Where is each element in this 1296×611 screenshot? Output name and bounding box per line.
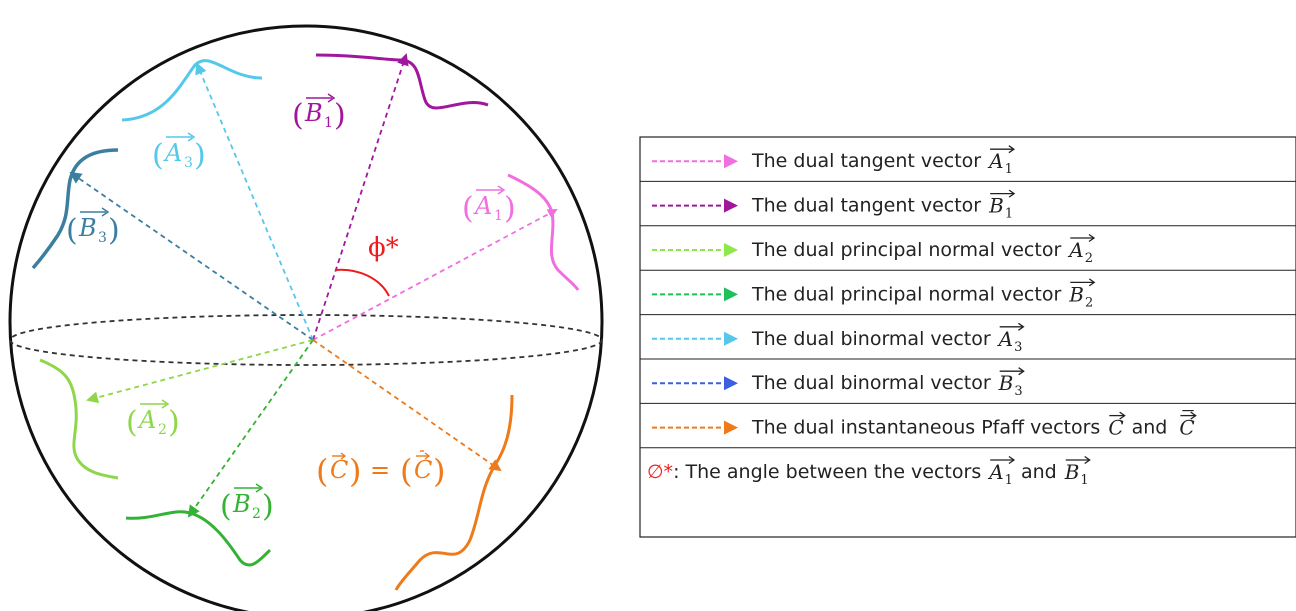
svg-text:C: C xyxy=(414,456,432,484)
legend-text: The dual binormal vector xyxy=(751,372,991,394)
curve-B1 xyxy=(315,53,489,110)
angle-label: ϕ* xyxy=(368,233,399,263)
legend-angle-var2: B xyxy=(1064,460,1080,484)
svg-text:(: ( xyxy=(152,138,164,173)
legend-vector-label: B xyxy=(988,194,1004,218)
angle-arc xyxy=(334,268,390,297)
legend-and: and xyxy=(1132,417,1168,439)
svg-text:): ) xyxy=(349,452,361,490)
svg-text:3: 3 xyxy=(98,230,107,246)
legend-vector-label-sub: 3 xyxy=(1014,384,1022,399)
legend-vector-label-sub: 2 xyxy=(1085,295,1093,310)
curve-A2 xyxy=(39,358,119,480)
svg-text:): ) xyxy=(504,191,516,226)
svg-text:): ) xyxy=(334,98,346,133)
legend-vector-label: B xyxy=(998,371,1014,395)
svg-text:B: B xyxy=(232,490,251,518)
sphere-outline xyxy=(8,24,604,611)
svg-text:(: ( xyxy=(462,191,474,226)
svg-text:A: A xyxy=(163,139,182,167)
vector-B3 xyxy=(69,171,314,341)
svg-text:): ) xyxy=(433,452,445,490)
legend-vector-label: B xyxy=(1068,282,1084,306)
svg-text:1: 1 xyxy=(494,208,503,224)
svg-text:(: ( xyxy=(66,213,78,248)
svg-text:=: = xyxy=(370,456,390,484)
legend-angle-text: : The angle between the vectors xyxy=(673,461,981,483)
svg-text:2: 2 xyxy=(158,422,167,438)
curve-B3 xyxy=(31,148,119,270)
svg-text:(: ( xyxy=(400,452,412,490)
curve-A1 xyxy=(507,173,580,291)
curve-C xyxy=(394,394,514,591)
svg-text:(: ( xyxy=(126,405,138,440)
label-A3: ( A 3 ) xyxy=(152,132,206,173)
legend-vector-label-sub: 1 xyxy=(1005,207,1013,222)
curve-A3 xyxy=(121,59,263,122)
label-C: ( C ) = ( C ) xyxy=(316,450,445,490)
svg-text:): ) xyxy=(262,489,274,524)
vector-A3 xyxy=(195,62,314,341)
svg-text:A: A xyxy=(473,192,492,220)
legend-angle-var1: A xyxy=(987,460,1003,484)
vector-A1 xyxy=(312,209,558,341)
legend-angle-var2-sub: 1 xyxy=(1080,473,1088,488)
legend-vector-label-2: C xyxy=(1179,416,1194,440)
legend-text: The dual instantaneous Pfaff vectors xyxy=(751,417,1100,439)
legend-text: The dual tangent vector xyxy=(751,150,981,172)
svg-text:B: B xyxy=(78,214,97,242)
legend-vector-label: A xyxy=(1067,238,1083,262)
legend-vector-label-sub: 3 xyxy=(1014,340,1022,355)
curve-B2 xyxy=(125,510,272,567)
legend-vector-label-sub: 1 xyxy=(1005,162,1013,177)
label-A1: ( A 1 ) xyxy=(462,185,516,226)
svg-text:2: 2 xyxy=(252,506,261,522)
equator xyxy=(9,314,603,366)
legend-vector-label: C xyxy=(1108,416,1123,440)
legend-text: The dual principal normal vector xyxy=(751,239,1061,261)
svg-text:): ) xyxy=(168,405,180,440)
svg-text:): ) xyxy=(108,213,120,248)
vector-A2 xyxy=(86,339,314,404)
legend-text: The dual binormal vector xyxy=(751,328,991,350)
svg-text:3: 3 xyxy=(184,155,193,171)
svg-text:(: ( xyxy=(316,452,328,490)
svg-text:B: B xyxy=(304,99,323,127)
sphere-diagram: ϕ* ( B 1 ) ( A 3 ) ( A 1 ) ( B 3 ) ( A 2… xyxy=(8,24,604,611)
legend-vector-label: A xyxy=(997,327,1013,351)
vector-B1 xyxy=(312,53,409,341)
svg-text:1: 1 xyxy=(324,115,333,131)
legend-vector-label-sub: 2 xyxy=(1085,251,1093,266)
svg-text:): ) xyxy=(194,138,206,173)
legend-angle-and: and xyxy=(1021,461,1057,483)
legend-vector-label: A xyxy=(987,149,1003,173)
svg-text:C: C xyxy=(330,456,348,484)
svg-text:(: ( xyxy=(220,489,232,524)
angle-symbol: ∅* xyxy=(647,461,673,483)
legend-text: The dual principal normal vector xyxy=(751,283,1061,305)
label-A2: ( A 2 ) xyxy=(126,399,180,440)
label-B2: ( B 2 ) xyxy=(220,483,274,524)
label-B1: ( B 1 ) xyxy=(292,93,346,133)
svg-text:(: ( xyxy=(292,98,304,133)
legend-angle-var1-sub: 1 xyxy=(1005,473,1013,488)
vector-C xyxy=(312,339,502,472)
label-B3: ( B 3 ) xyxy=(66,207,120,248)
svg-text:A: A xyxy=(137,406,156,434)
legend-text: The dual tangent vector xyxy=(751,195,981,217)
